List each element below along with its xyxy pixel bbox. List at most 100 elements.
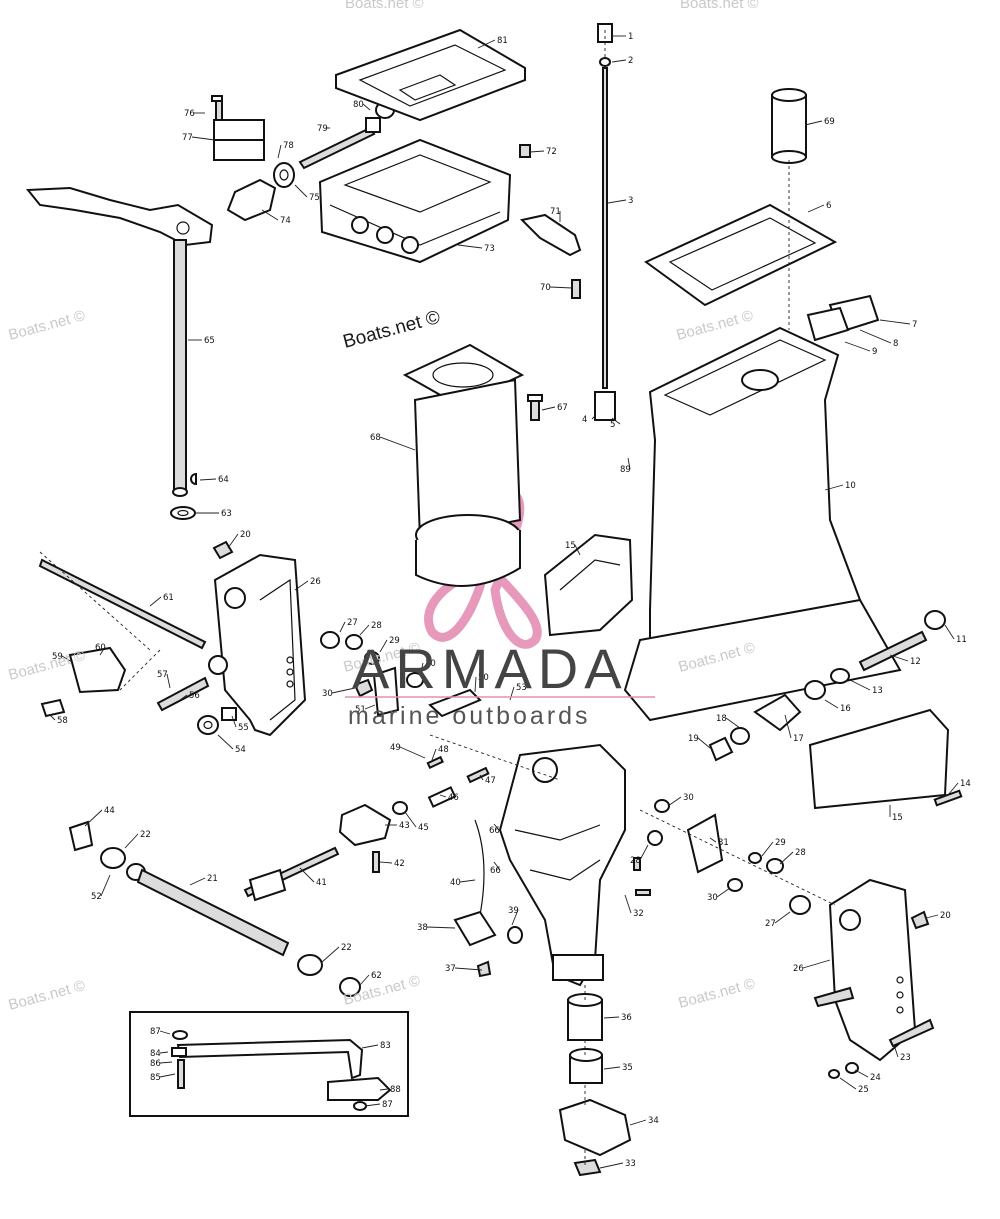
callout-leader-line	[359, 624, 370, 636]
callout-number: 50	[478, 673, 489, 683]
callout-number: 30	[683, 793, 694, 803]
callout-leader-line	[299, 867, 315, 883]
callout-number: 26	[310, 577, 321, 587]
callout-leader-line	[419, 662, 424, 677]
callout-number: 25	[858, 1085, 869, 1095]
callout-number: 42	[394, 859, 405, 869]
callout-leader-line	[511, 909, 519, 926]
callout-leader-line	[199, 478, 217, 481]
callout-number: 73	[484, 244, 495, 254]
watermark-text: Boats.net ©	[677, 975, 757, 1012]
callout-number: 15	[892, 813, 903, 823]
callout-number: 71	[550, 207, 561, 217]
callout-leader-line	[217, 734, 234, 750]
callout-number: 56	[189, 691, 200, 701]
callout-leader-line	[807, 204, 825, 213]
callout-number: 51	[355, 705, 366, 715]
callout-number: 32	[633, 909, 644, 919]
callout-number: 70	[540, 283, 551, 293]
callout-leader-line	[844, 341, 871, 352]
callout-number: 72	[546, 147, 557, 157]
callout-leader-line	[802, 959, 831, 969]
callout-leader-line	[611, 417, 621, 425]
center-lines	[39, 30, 836, 1165]
callout-leader-line	[399, 746, 426, 759]
callout-leader-line	[191, 136, 216, 141]
callout-number: 60	[95, 643, 106, 653]
tilt-tube-21	[68, 820, 361, 997]
callout-leader-line	[889, 654, 909, 662]
callout-leader-line	[277, 144, 282, 159]
watermark-text: Boats.net ©	[675, 307, 755, 344]
callout-leader-line	[784, 714, 792, 739]
exhaust-plate	[318, 138, 512, 264]
callout-number: 74	[280, 216, 291, 226]
callout-number: 59	[52, 652, 63, 662]
callout-number: 36	[621, 1013, 632, 1023]
callout-number: 17	[793, 734, 804, 744]
callout-number: 66	[489, 826, 500, 836]
callout-number: 20	[240, 530, 251, 540]
callout-leader-line	[339, 621, 346, 633]
leader-lines	[49, 35, 959, 1169]
clamp-block	[211, 95, 265, 161]
callout-number: 49	[390, 743, 401, 753]
clamp-bracket-26-right	[789, 878, 935, 1079]
drive-shaft-housing	[623, 326, 902, 722]
block-43	[338, 801, 408, 873]
washer-54	[197, 707, 237, 735]
callout-leader-line	[84, 809, 103, 827]
callout-leader-line	[607, 199, 627, 204]
callout-leader-line	[431, 748, 437, 761]
callout-number: 2	[628, 56, 633, 66]
callout-leader-line	[639, 844, 649, 861]
callout-number: 10	[845, 481, 856, 491]
callout-leader-line	[944, 624, 955, 640]
callout-leader-line	[549, 286, 573, 289]
callout-leader-line	[321, 946, 340, 963]
exhaust-tube	[402, 343, 525, 587]
callout-number: 87	[382, 1100, 393, 1110]
callout-leader-line	[894, 1047, 899, 1058]
callout-number: 22	[140, 830, 151, 840]
callout-number: 75	[309, 193, 320, 203]
callout-number: 19	[688, 734, 699, 744]
callout-leader-line	[100, 874, 111, 897]
callout-number: 64	[218, 475, 229, 485]
callout-leader-line	[509, 686, 515, 701]
callout-leader-line	[379, 436, 416, 451]
callout-number: 79	[317, 124, 328, 134]
callout-leader-line	[824, 699, 839, 709]
callout-number: 13	[872, 686, 883, 696]
callout-leader-line	[379, 1088, 389, 1091]
callout-number: 33	[625, 1159, 636, 1169]
armada-brand-text: ARMADA marine outboards	[345, 637, 655, 730]
watermark-text: Boats.net ©	[7, 647, 87, 684]
callout-number: 68	[370, 433, 381, 443]
callout-leader-line	[99, 646, 106, 656]
callout-leader-line	[459, 879, 476, 883]
callout-number: 34	[648, 1116, 659, 1126]
callout-leader-line	[761, 841, 774, 857]
callout-number: 61	[163, 593, 174, 603]
callout-number: 18	[716, 714, 727, 724]
callout-number: 77	[182, 133, 193, 143]
callout-number: 26	[793, 964, 804, 974]
callout-number: 58	[57, 716, 68, 726]
callout-number: 44	[104, 806, 115, 816]
callout-leader-line	[879, 319, 911, 325]
callout-number: 53	[516, 683, 527, 693]
callout-number: 30	[425, 659, 436, 669]
callout-leader-line	[454, 967, 483, 971]
callout-leader-line	[716, 887, 731, 898]
center-line	[39, 551, 151, 651]
callout-number: 62	[371, 971, 382, 981]
housing-gasket	[644, 203, 838, 307]
callout-number: 22	[341, 943, 352, 953]
swivel-bracket	[498, 743, 626, 987]
callout-number: 7	[912, 320, 917, 330]
callout-number: 40	[450, 878, 461, 888]
watermark-text: Boats.net ©	[341, 307, 443, 353]
